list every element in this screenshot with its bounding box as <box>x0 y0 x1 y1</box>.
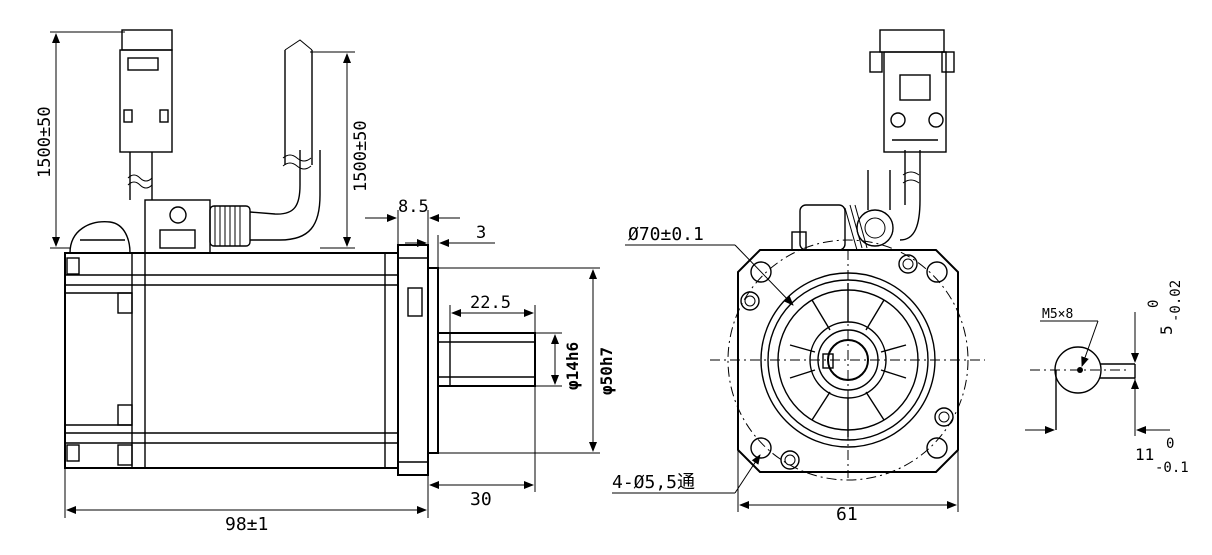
flange <box>397 244 429 476</box>
shaft-height-nominal: 11 <box>1135 445 1154 464</box>
mount-holes-label: 4-Ø5,5通 <box>612 472 695 493</box>
flange-width-label: 61 <box>836 504 858 525</box>
shaft-height-upper: 0 <box>1166 436 1174 452</box>
cable-length-left-label: 1500±50 <box>35 106 55 178</box>
power-plug <box>119 49 173 153</box>
shaft-height-lower: -0.1 <box>1155 460 1189 476</box>
front-view: Ø70±0.1 4-Ø5,5通 61 <box>612 29 985 525</box>
key-width-lower: -0.02 <box>1168 280 1184 322</box>
cable-gland-left <box>69 221 131 254</box>
mount-hole-bl <box>750 437 772 459</box>
shaft-end <box>827 339 869 381</box>
shaft-section <box>1054 346 1102 394</box>
encoder-connector <box>144 199 211 254</box>
spigot-diameter-label: φ50h7 <box>597 347 616 395</box>
shaft-detail: M5×8 5 0 -0.02 11 0 -0.1 <box>1025 280 1189 476</box>
side-view: 1500±50 1500±50 8.5 3 22.5 φ14h6 φ50h7 <box>35 29 616 535</box>
front-flange <box>737 249 959 473</box>
key-width-upper: 0 <box>1146 300 1162 308</box>
shaft-diameter-label: φ14h6 <box>563 342 582 390</box>
key-width-nominal: 5 <box>1157 325 1176 335</box>
body-length-label: 98±1 <box>225 514 268 535</box>
cable-length-right-label: 1500±50 <box>351 120 371 192</box>
flange-thickness-label: 8.5 <box>398 197 429 217</box>
spigot <box>427 267 439 454</box>
bolt-circle <box>727 239 969 481</box>
mount-hole-br <box>926 437 948 459</box>
key-length-label: 22.5 <box>470 293 511 313</box>
mount-hole-tr <box>926 261 948 283</box>
bolt-circle-label: Ø70±0.1 <box>628 224 704 245</box>
thread-label: M5×8 <box>1042 307 1073 322</box>
shaft <box>437 332 536 387</box>
shaft-length-label: 30 <box>470 489 492 510</box>
dsub-plug-top <box>879 29 945 53</box>
flange-step-label: 3 <box>476 223 486 243</box>
dsub-plug-body <box>883 51 947 153</box>
power-plug-top <box>121 29 173 51</box>
mount-hole-tl <box>750 261 772 283</box>
